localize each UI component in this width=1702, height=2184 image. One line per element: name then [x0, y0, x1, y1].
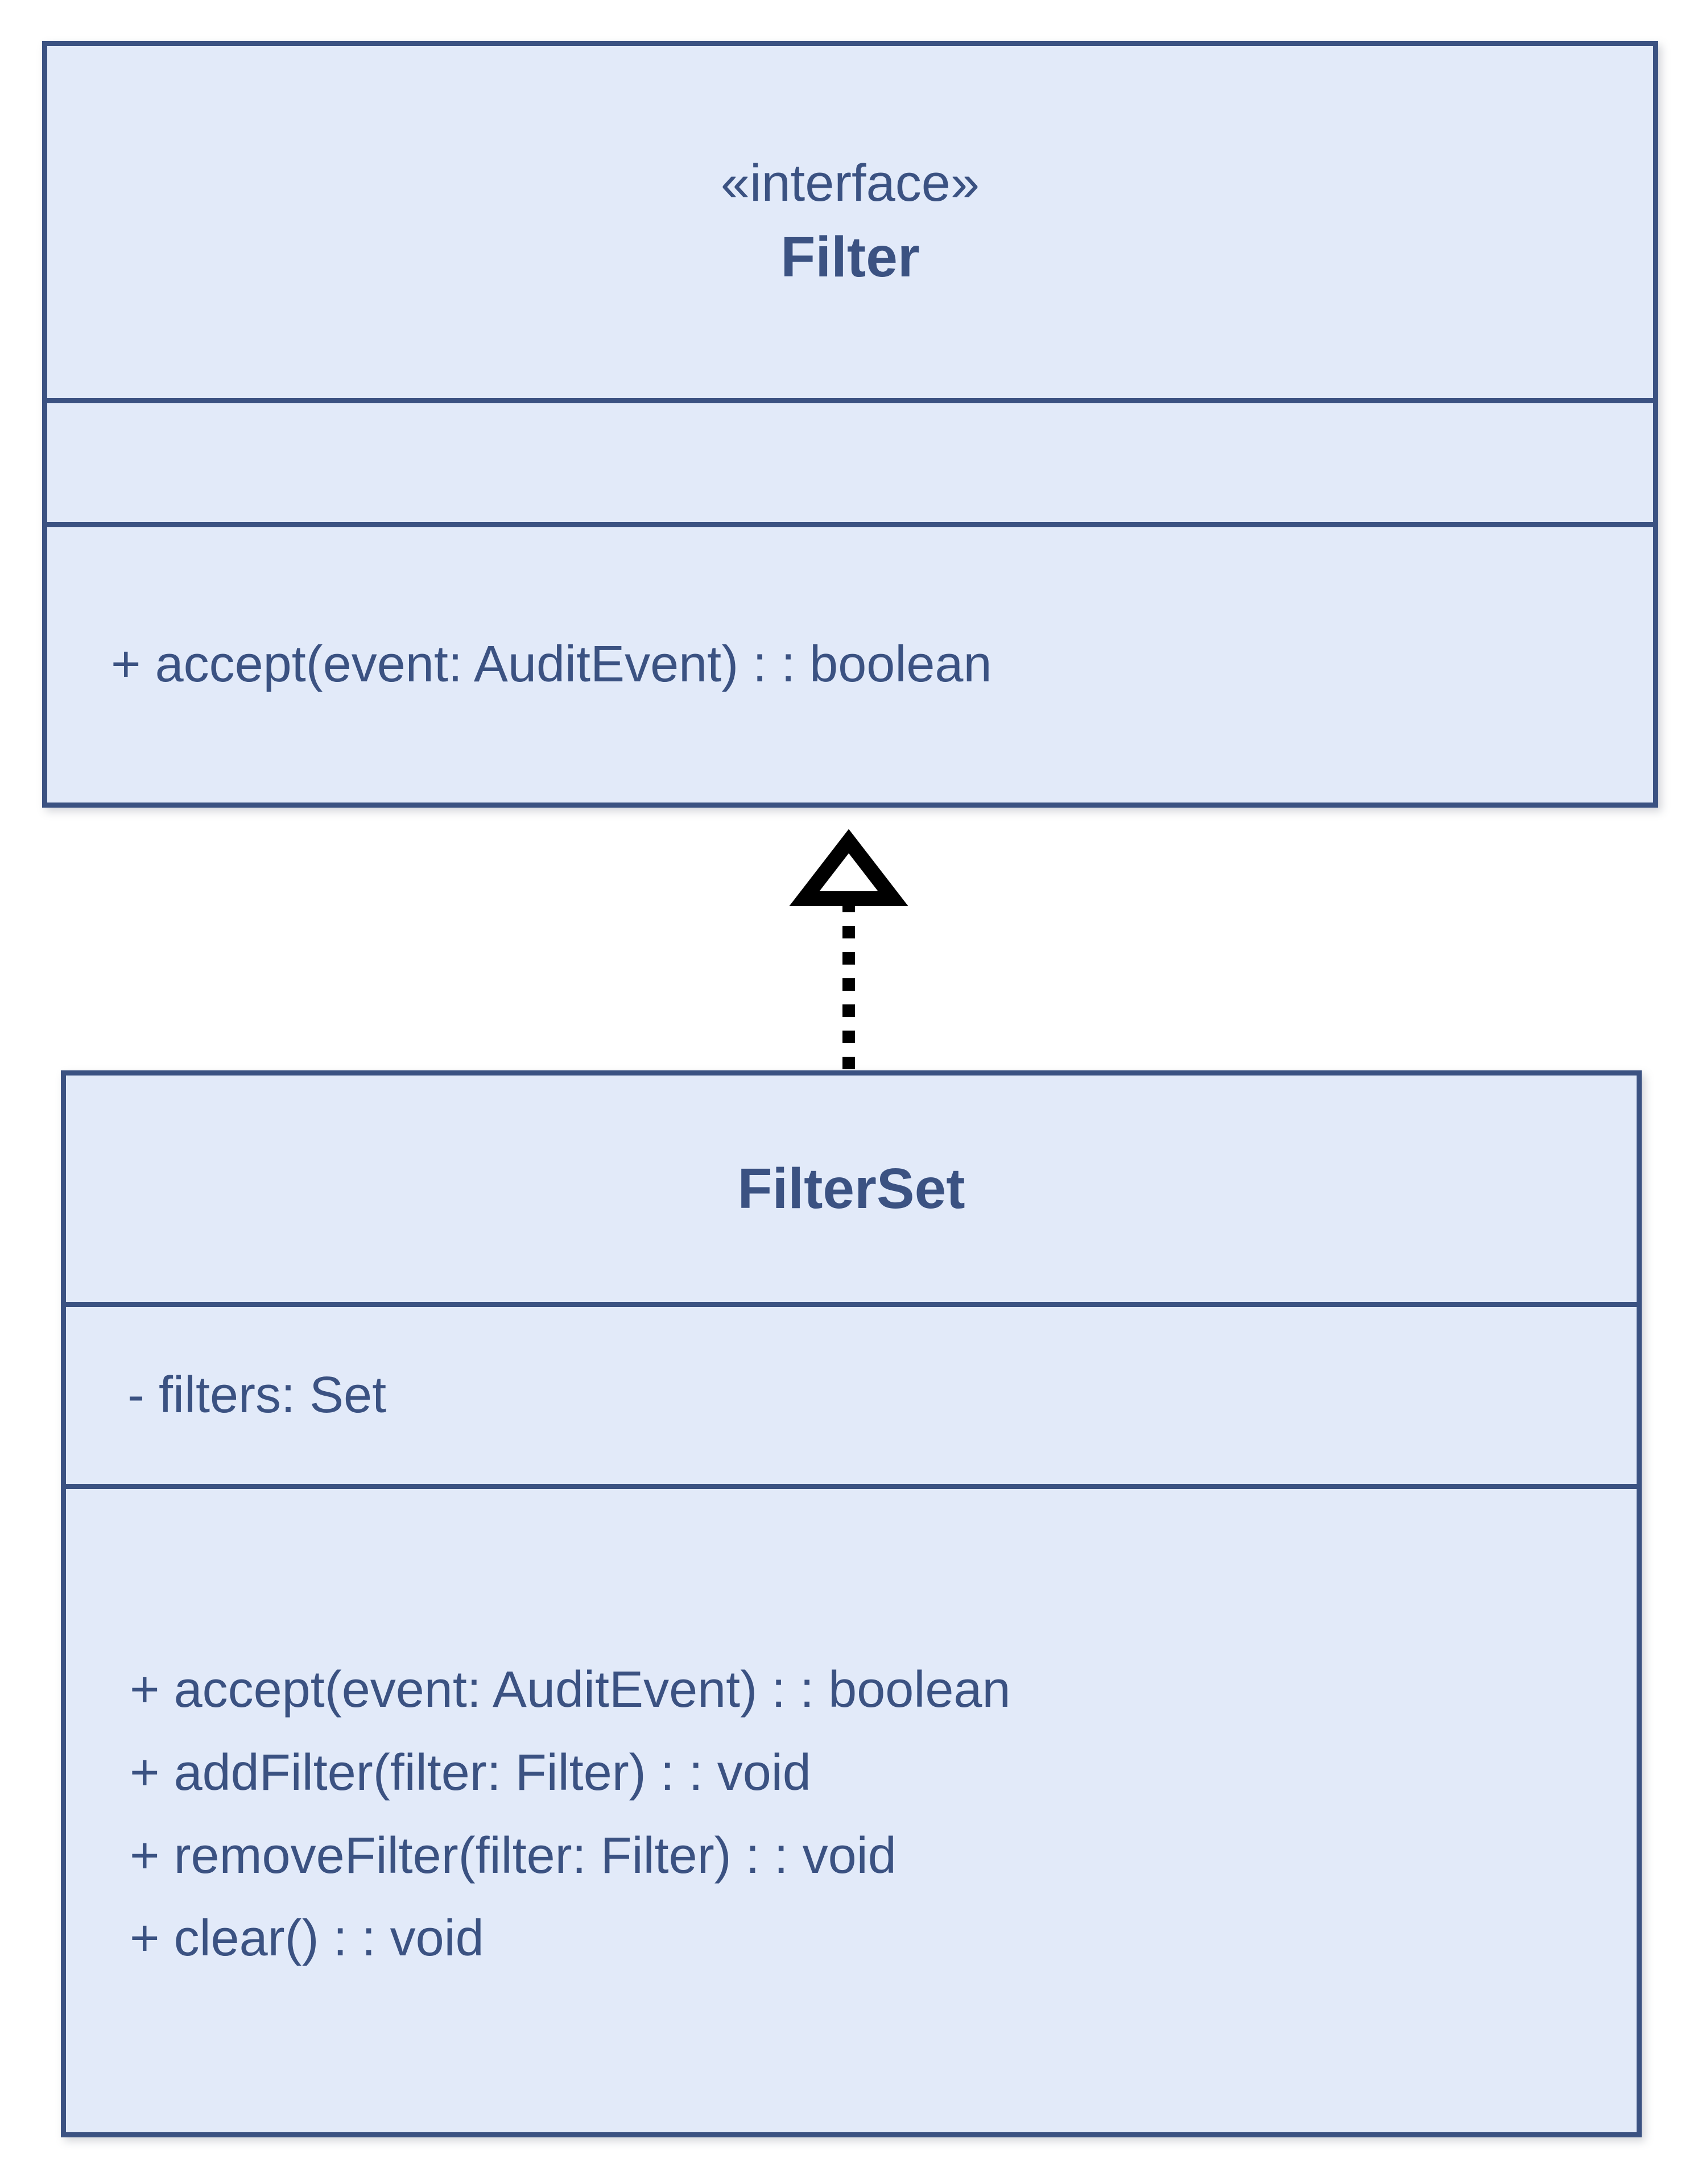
class-name-label: FilterSet	[737, 1157, 965, 1221]
uml-class-filterset[interactable]: FilterSet - filters: Set + accept(event:…	[61, 1070, 1642, 2137]
class-header-filterset: FilterSet	[66, 1076, 1637, 1302]
uml-class-filter[interactable]: «interface» Filter + accept(event: Audit…	[42, 41, 1658, 808]
class-header-filter: «interface» Filter	[47, 46, 1653, 398]
operation-list: + accept(event: AuditEvent) : : boolean	[47, 623, 1653, 706]
operations-compartment-filter: + accept(event: AuditEvent) : : boolean	[47, 522, 1653, 803]
attributes-compartment-filterset: - filters: Set	[66, 1302, 1637, 1484]
operation-item: + accept(event: AuditEvent) : : boolean	[130, 1661, 1011, 1718]
hollow-triangle-arrowhead-icon	[789, 829, 908, 906]
operation-item: + clear() : : void	[130, 1910, 484, 1967]
operation-item: + removeFilter(filter: Filter) : : void	[130, 1827, 897, 1884]
operation-list: + accept(event: AuditEvent) : : boolean …	[66, 1649, 1637, 1980]
attribute-list: - filters: Set	[66, 1354, 1637, 1437]
operations-compartment-filterset: + accept(event: AuditEvent) : : boolean …	[66, 1484, 1637, 2132]
class-name-label: Filter	[780, 225, 920, 289]
attribute-item: - filters: Set	[127, 1366, 387, 1424]
stereotype-label: «interface»	[720, 154, 980, 212]
operation-item: + accept(event: AuditEvent) : : boolean	[111, 636, 992, 693]
operation-item: + addFilter(filter: Filter) : : void	[130, 1744, 811, 1801]
attributes-compartment-filter	[47, 398, 1653, 522]
